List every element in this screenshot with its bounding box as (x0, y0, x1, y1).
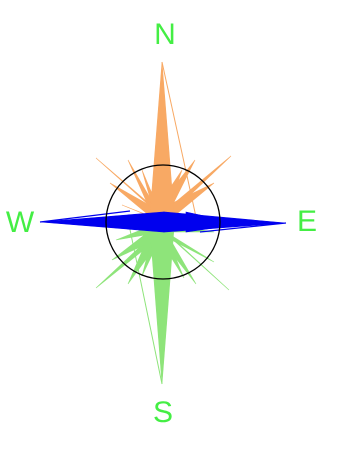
south-label: S (143, 398, 183, 428)
east-west-needles (40, 212, 286, 232)
north-label: N (145, 20, 185, 50)
west-label: W (0, 208, 40, 238)
north-needle (150, 62, 174, 225)
east-label: E (287, 207, 327, 237)
west-needle (40, 212, 168, 232)
south-needle (150, 218, 174, 384)
